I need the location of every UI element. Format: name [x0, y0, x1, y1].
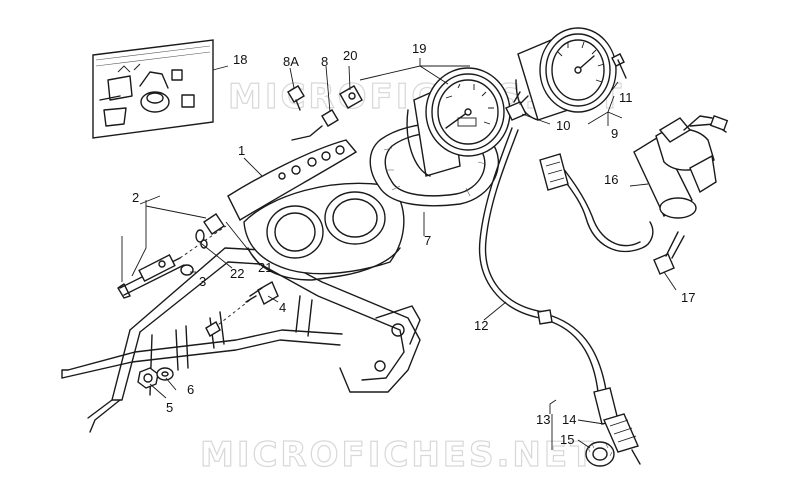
callout-1: 1	[238, 143, 245, 158]
part-21-bulb-holder	[203, 213, 225, 235]
part-15-knurled-nut	[585, 441, 615, 467]
callout-11: 11	[619, 90, 633, 105]
callout-20: 20	[343, 48, 357, 63]
part-14-cable-fitting	[603, 413, 641, 465]
callout-10: 10	[556, 118, 570, 133]
part-8a-bulb-socket	[287, 85, 305, 111]
part-3-grommet	[180, 264, 194, 276]
callout-18: 18	[233, 52, 247, 67]
part-5-nut	[137, 367, 159, 389]
part-4-mount	[205, 281, 279, 337]
part-17-bolt	[653, 231, 685, 275]
callout-8: 8	[321, 54, 328, 69]
watermark-bottom: MICROFICHES.NET	[200, 435, 596, 475]
part-10-connector	[505, 91, 529, 121]
callout-15: 15	[560, 432, 574, 447]
part-16-ignition-switch	[539, 115, 729, 253]
part-19-speedometer	[406, 67, 511, 177]
callout-14: 14	[562, 412, 576, 427]
part-2-warning-light	[117, 225, 227, 299]
callout-9: 9	[611, 126, 618, 141]
callout-21: 21	[258, 260, 272, 275]
callout-13: 13	[536, 412, 550, 427]
part-11-screw	[611, 53, 627, 79]
part-22-bulb	[195, 229, 208, 249]
callout-6: 6	[187, 382, 194, 397]
callout-7: 7	[424, 233, 431, 248]
callout-2: 2	[132, 190, 139, 205]
callout-5: 5	[166, 400, 173, 415]
leader-lines	[121, 58, 677, 450]
callout-22: 22	[230, 266, 244, 281]
callout-19: 19	[412, 41, 426, 56]
part-8-bulb	[291, 109, 339, 141]
part-18-inset-kit	[92, 39, 214, 139]
part-12-speedo-cable	[478, 127, 619, 425]
callout-12: 12	[474, 318, 488, 333]
frame-bracket	[61, 247, 421, 433]
part-20-lamp-holder	[339, 85, 363, 109]
callout-16: 16	[604, 172, 618, 187]
callout-labels: 18 8A 8 20 19 1 2 21 22 3 4 6 5 7 10 11 …	[132, 41, 695, 447]
part-6-washer	[156, 367, 174, 381]
callout-8a: 8A	[283, 54, 299, 69]
callout-3: 3	[199, 274, 206, 289]
part-1-instrument-panel	[227, 139, 405, 281]
part-9-tachometer	[515, 27, 617, 121]
callout-17: 17	[681, 290, 695, 305]
callout-4: 4	[279, 300, 286, 315]
